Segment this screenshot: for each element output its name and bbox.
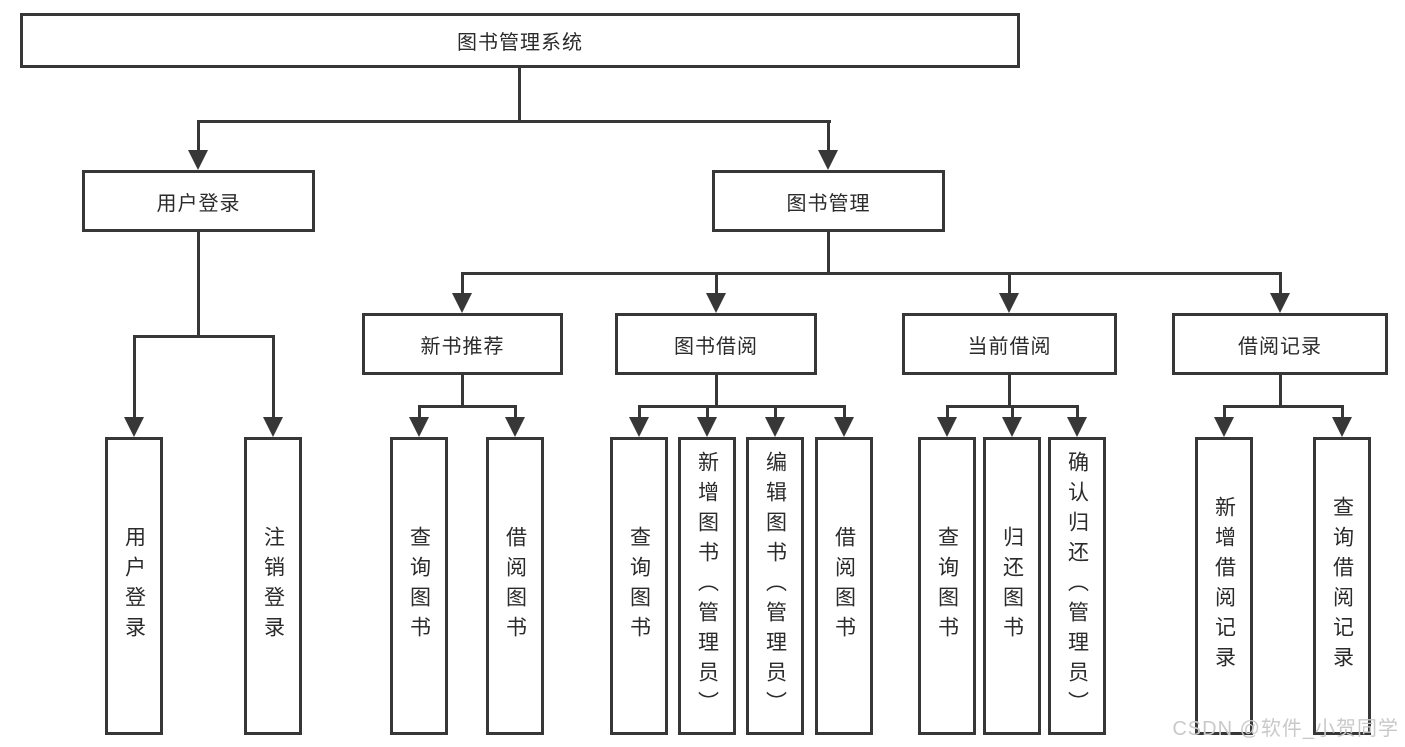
arrow-down-icon [834,417,854,437]
node-current-borrowing-label: 当前借阅 [967,335,1052,358]
arrow-down-icon [124,417,144,437]
leaf-bb-query-book-label: 查询图书 [627,526,651,646]
leaf-user-login-label: 用户登录 [122,526,146,646]
leaf-br-add-record: 新增借阅记录 [1195,437,1253,735]
connector-line-h [638,405,846,408]
arrow-down-icon [818,150,838,170]
leaf-bb-borrow-book: 借阅图书 [815,437,873,735]
connector-line-v [638,405,641,419]
connector-line-h [461,272,1282,275]
arrow-down-icon [1214,417,1234,437]
connector-line-v [1279,272,1282,295]
node-user-login: 用户登录 [82,170,315,232]
connector-line-h [1223,405,1344,408]
node-root-label: 图书管理系统 [457,32,583,54]
connector-line-v [1223,405,1226,419]
leaf-cb-return-book: 归还图书 [983,437,1041,735]
connector-line-v [827,232,830,272]
leaf-nbr-query-book: 查询图书 [390,437,448,735]
connector-line-h [197,120,831,123]
leaf-nbr-borrow-book-label: 借阅图书 [503,526,527,646]
node-book-management: 图书管理 [712,170,945,232]
arrow-down-icon [937,417,957,437]
connector-line-h [418,405,517,408]
arrow-down-icon [188,150,208,170]
connector-line-v [715,272,718,295]
leaf-cb-query-book: 查询图书 [918,437,976,735]
connector-line-v [1011,405,1014,419]
leaf-logout-label: 注销登录 [261,526,285,646]
node-book-management-label: 图书管理 [786,192,871,215]
leaf-cb-confirm-return: 确认归还（管理员） [1048,437,1106,735]
leaf-br-query-record: 查询借阅记录 [1313,437,1371,735]
leaf-bb-add-book: 新增图书（管理员） [678,437,736,735]
connector-line-v [706,405,709,419]
node-borrowing-records-label: 借阅记录 [1238,335,1322,358]
leaf-bb-borrow-book-label: 借阅图书 [832,526,856,646]
arrow-down-icon [505,417,525,437]
leaf-cb-query-book-label: 查询图书 [935,526,959,646]
connector-line-v [774,405,777,419]
leaf-bb-edit-book-label: 编辑图书（管理员） [763,451,787,721]
arrow-down-icon [629,417,649,437]
node-new-book-recommend-label: 新书推荐 [420,335,505,358]
connector-line-v [461,375,464,405]
connector-line-v [197,120,200,152]
connector-line-v [1008,272,1011,295]
arrow-down-icon [1270,293,1290,313]
connector-line-v [843,405,846,419]
connector-line-v [1279,375,1282,405]
connector-line-v [827,120,830,152]
connector-line-v [1076,405,1079,419]
node-user-login-label: 用户登录 [156,192,241,215]
arrow-down-icon [409,417,429,437]
leaf-cb-return-book-label: 归还图书 [1000,526,1024,646]
leaf-br-query-record-label: 查询借阅记录 [1330,496,1354,676]
connector-line-v [1008,375,1011,405]
connector-line-v [518,68,521,120]
arrow-down-icon [1332,417,1352,437]
connector-line-v [946,405,949,419]
connector-line-v [418,405,421,419]
watermark: CSDN @软件_小贺同学 [1172,718,1399,740]
leaf-user-login: 用户登录 [105,437,163,735]
node-new-book-recommend: 新书推荐 [362,313,563,375]
arrow-down-icon [452,293,472,313]
arrow-down-icon [706,293,726,313]
connector-line-v [461,272,464,295]
arrow-down-icon [999,293,1019,313]
leaf-nbr-borrow-book: 借阅图书 [486,437,544,735]
connector-line-v [272,335,275,419]
leaf-nbr-query-book-label: 查询图书 [407,526,431,646]
leaf-logout: 注销登录 [244,437,302,735]
arrow-down-icon [1002,417,1022,437]
leaf-cb-confirm-return-label: 确认归还（管理员） [1065,451,1089,721]
arrow-down-icon [697,417,717,437]
node-book-borrowing: 图书借阅 [615,313,817,375]
node-book-borrowing-label: 图书借阅 [674,335,758,358]
leaf-bb-query-book: 查询图书 [610,437,668,735]
connector-line-v [133,335,136,419]
connector-line-v [1341,405,1344,419]
connector-line-h [133,335,275,338]
arrow-down-icon [263,417,283,437]
connector-line-v [197,232,200,335]
node-root: 图书管理系统 [20,13,1020,68]
leaf-bb-edit-book: 编辑图书（管理员） [746,437,804,735]
node-current-borrowing: 当前借阅 [902,313,1117,375]
connector-line-v [514,405,517,419]
connector-line-v [715,375,718,405]
arrow-down-icon [765,417,785,437]
leaf-br-add-record-label: 新增借阅记录 [1212,496,1236,676]
arrow-down-icon [1067,417,1087,437]
leaf-bb-add-book-label: 新增图书（管理员） [695,451,719,721]
node-borrowing-records: 借阅记录 [1172,313,1388,375]
